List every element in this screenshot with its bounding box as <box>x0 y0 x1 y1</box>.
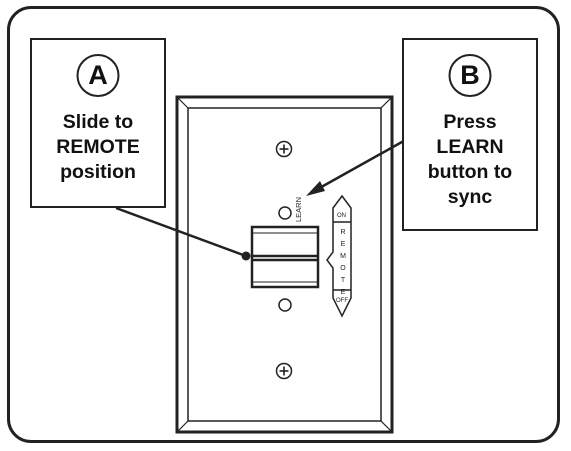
indicator-light <box>278 298 292 312</box>
remote-letter: R <box>340 229 345 236</box>
remote-letter: M <box>340 253 346 260</box>
wall-plate <box>175 95 394 434</box>
remote-letter: O <box>340 265 346 272</box>
remote-letter: E <box>341 241 346 248</box>
callout-b-badge: B <box>448 54 492 97</box>
on-label: ON <box>337 213 346 219</box>
illustration-frame <box>7 6 560 443</box>
callout-a-badge: A <box>76 54 120 97</box>
learn-label: LEARN <box>294 197 303 222</box>
top-screw-icon <box>275 140 293 158</box>
leader-line-b <box>306 131 419 196</box>
callout-b: B Press LEARN button to sync <box>402 38 538 231</box>
off-label: OFF <box>336 298 348 304</box>
remote-label: R E M O T E <box>340 229 346 296</box>
position-scale <box>326 194 352 318</box>
learn-button[interactable] <box>278 206 292 220</box>
callout-a-text: Slide to REMOTE position <box>56 111 140 183</box>
bottom-screw-icon <box>275 362 293 380</box>
remote-letter: T <box>341 277 346 284</box>
callout-a: A Slide to REMOTE position <box>30 38 166 208</box>
remote-letter: E <box>341 289 346 296</box>
slide-switch[interactable] <box>250 225 320 289</box>
leader-line-a <box>115 206 251 261</box>
callout-b-text: Press LEARN button to sync <box>427 111 513 208</box>
